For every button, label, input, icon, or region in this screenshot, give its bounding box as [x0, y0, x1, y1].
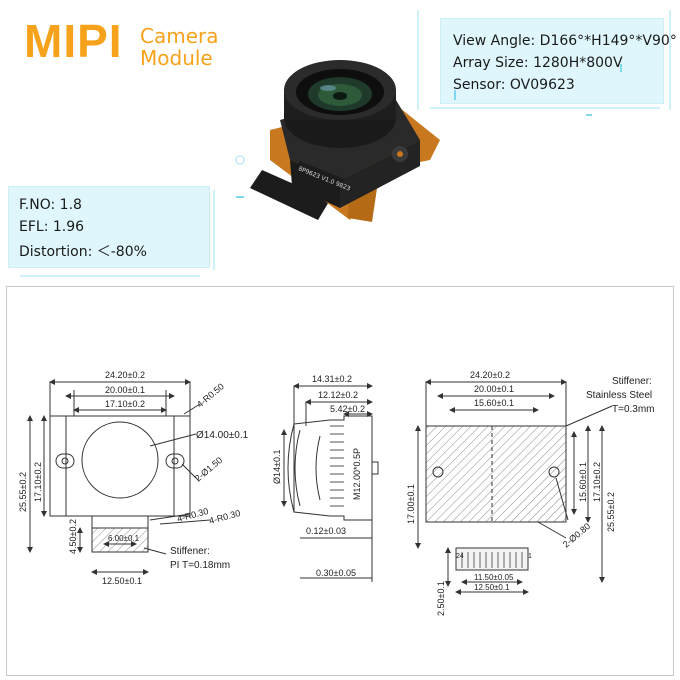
- front-dim-hole: 2-Ø1.50: [193, 455, 224, 484]
- back-stiffener-material: Stainless Steel: [586, 390, 652, 401]
- tech-accents: [20, 10, 671, 277]
- front-dim-lens-diameter: Ø14.00±0.1: [196, 430, 249, 441]
- back-dim-h-left: 17.00±0.1: [406, 484, 416, 524]
- front-dim-fpc-width: 12.50±0.1: [102, 576, 142, 586]
- back-dim-h-mid: 17.10±0.2: [592, 462, 602, 502]
- spec-array-size: Array Size: 1280H*800V: [453, 55, 623, 71]
- back-stiffener-thickness: T=0.3mm: [612, 404, 655, 415]
- front-stiffener-spec: PI T=0.18mm: [170, 560, 230, 571]
- back-dim-h-inner: 15.60±0.1: [578, 462, 588, 502]
- front-view: [27, 379, 211, 575]
- brand-subtitle-line2: Module: [140, 46, 213, 70]
- spec-view-angle: View Angle: D166°*H149°*V90°: [453, 33, 677, 49]
- front-lens-circle: [81, 421, 159, 499]
- spec-panel-left: F.NO: 1.8 EFL: 1.96 Distortion: ＜-80%: [8, 186, 210, 268]
- side-dim-d1: 14.31±0.2: [312, 374, 352, 384]
- front-dim-w-mid: 20.00±0.1: [105, 385, 145, 395]
- technical-drawing: 24.20±0.2 20.00±0.1 17.10±0.2 4-R0.50 Ø1…: [18, 370, 655, 616]
- front-dim-h-inner: 17.10±0.2: [33, 462, 43, 502]
- spec-distortion: Distortion: ＜-80%: [19, 244, 147, 260]
- spec-sensor: Sensor: OV09623: [453, 77, 575, 93]
- front-dim-tab-width: 6.00±0.1: [108, 534, 140, 543]
- drawing-frame: [6, 286, 674, 676]
- back-dim-w-inner: 15.60±0.1: [474, 398, 514, 408]
- side-view: [281, 383, 379, 582]
- back-dim-w-mid: 20.00±0.1: [474, 384, 514, 394]
- front-dim-radius-b: 4-R0.30: [208, 508, 242, 526]
- side-dim-t2: 0.30±0.05: [316, 568, 356, 578]
- side-dim-thread: M12.00*0.5P: [352, 448, 362, 500]
- side-dim-d2: 12.12±0.2: [318, 390, 358, 400]
- front-dim-w-inner: 17.10±0.2: [105, 399, 145, 409]
- front-body-outline: [49, 416, 191, 517]
- front-dim-corner-radius: 4-R0.50: [195, 381, 226, 409]
- front-dim-h-outer: 25.55±0.2: [18, 472, 28, 512]
- back-dim-fpc-width: 12.50±0.1: [474, 583, 510, 592]
- spec-efl: EFL: 1.96: [19, 219, 85, 235]
- spec-fno: F.NO: 1.8: [19, 197, 82, 213]
- front-dim-tab-height: 4.50±0.2: [68, 519, 78, 554]
- side-dim-t1: 0.12±0.03: [306, 526, 346, 536]
- back-dim-connector-width: 11.50±0.05: [474, 573, 514, 582]
- back-view: [415, 379, 613, 595]
- back-stiffener-plate: [425, 425, 567, 523]
- back-stiffener-label: Stiffener:: [612, 376, 652, 387]
- brand-subtitle-line1: Camera: [140, 24, 219, 48]
- front-fpc-stiffener: [91, 527, 149, 553]
- back-dim-holes: 2-Ø0.80: [561, 521, 592, 550]
- brand-title: MIPI: [24, 15, 123, 67]
- back-dim-w-outer: 24.20±0.2: [470, 370, 510, 380]
- front-stiffener-label: Stiffener:: [170, 546, 210, 557]
- front-dim-w-outer: 24.20±0.2: [105, 370, 145, 380]
- side-dim-diameter: Ø14±0.1: [272, 450, 282, 484]
- camera-module-photo: 8P9623 V1.0 9823: [250, 60, 440, 222]
- back-pin-24: 24: [456, 553, 464, 560]
- back-dim-fpc-height: 2.50±0.1: [436, 581, 446, 616]
- back-dim-h-outer: 25.55±0.2: [606, 492, 616, 532]
- side-dim-d3: 5.42±0.2: [330, 404, 365, 414]
- back-pin-1: 1: [528, 553, 532, 560]
- spec-panel-right: View Angle: D166°*H149°*V90° Array Size:…: [440, 18, 677, 104]
- fpc-ribbon: [250, 170, 330, 220]
